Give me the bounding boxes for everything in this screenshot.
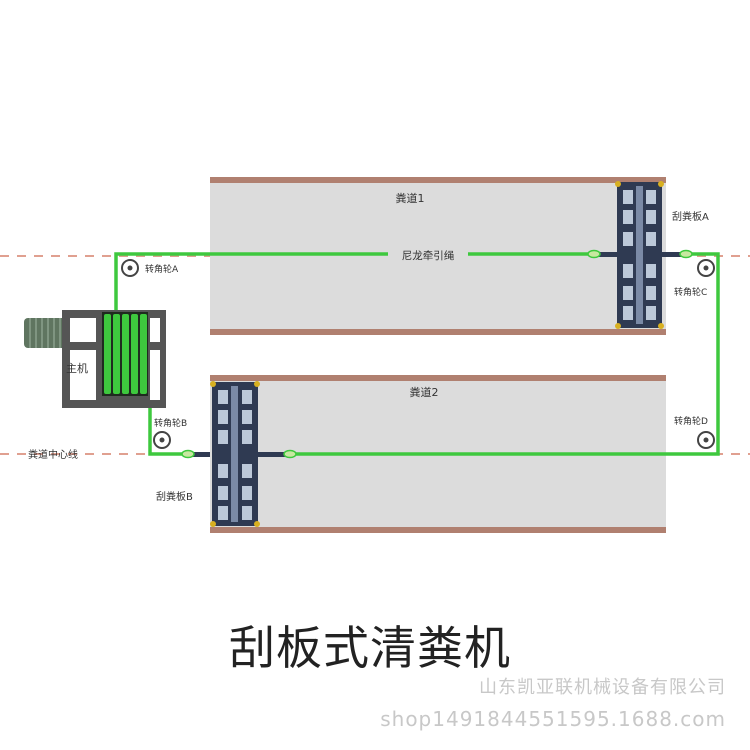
pulley-d-icon [697, 431, 715, 449]
pulley-c-icon [697, 259, 715, 277]
pulley-a-label: 转角轮A [145, 263, 179, 275]
pulley-d-label: 转角轮D [674, 415, 708, 427]
pulley-b-icon [153, 431, 171, 449]
pulley-c-label: 转角轮C [674, 286, 707, 298]
pulley-a-icon [121, 259, 139, 277]
diagram-title: 刮板式清粪机 [229, 621, 511, 675]
scraper-b-label: 刮粪板B [156, 490, 193, 503]
scraper-b [210, 381, 260, 527]
pulley-b-label: 转角轮B [154, 417, 187, 429]
watermark-company: 山东凯亚联机械设备有限公司 [479, 677, 726, 698]
scraper-a-label: 刮粪板A [672, 210, 709, 223]
rope-label: 尼龙牵引绳 [402, 249, 455, 262]
rope-label-bg [388, 247, 468, 262]
scraper-a-connectors [587, 249, 693, 259]
scraper-a [615, 181, 664, 329]
scraper-b-connectors [181, 449, 297, 459]
channel-2-label: 粪道2 [410, 385, 439, 399]
centerline-label: 粪道中心线 [28, 448, 78, 461]
main-unit-label: 主机 [66, 361, 88, 375]
watermark-shop-url: shop1491844551595.1688.com [380, 707, 726, 731]
channel-1-label: 粪道1 [396, 191, 425, 205]
main-unit-icon [24, 310, 166, 408]
